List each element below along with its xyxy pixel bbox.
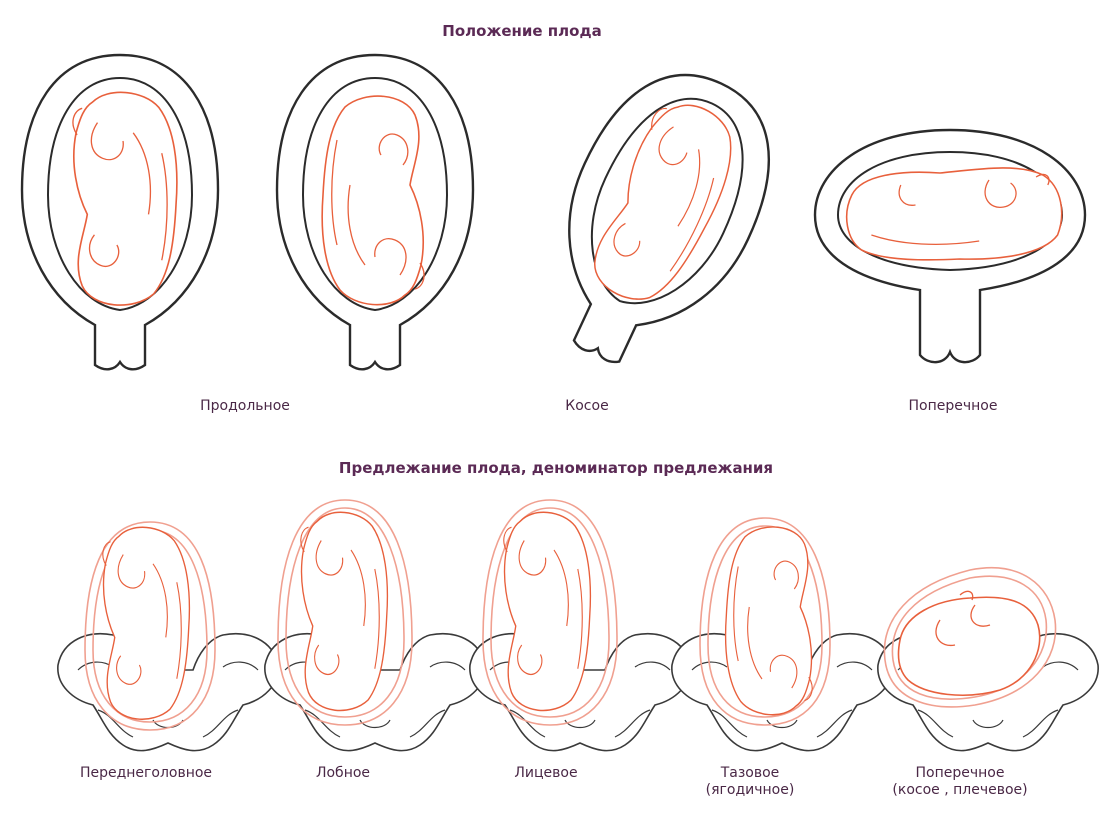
presentation-face bbox=[469, 499, 691, 752]
uterus-longitudinal-breech bbox=[275, 53, 475, 371]
label-vertex: Переднеголовное bbox=[79, 765, 213, 781]
presentation-breech bbox=[671, 517, 893, 752]
label-oblique: Косое bbox=[565, 398, 609, 414]
uterus-transverse bbox=[813, 128, 1087, 364]
position-heading: Положение плода bbox=[442, 22, 602, 40]
label-breech: Тазовое (ягодичное) bbox=[705, 765, 795, 798]
label-face: Лицевое bbox=[514, 765, 578, 781]
presentation-vertex bbox=[57, 521, 279, 752]
fetus-breech bbox=[321, 95, 425, 306]
label-longitudinal: Продольное bbox=[200, 398, 290, 414]
uterus-oblique bbox=[568, 73, 770, 364]
label-transverse: Поперечное bbox=[908, 398, 998, 414]
fetus-transverse bbox=[845, 167, 1063, 261]
fetus-longitudinal bbox=[72, 91, 178, 306]
uterus-longitudinal bbox=[20, 53, 220, 371]
presentation-heading: Предлежание плода, деноминатор предлежан… bbox=[338, 459, 774, 477]
presentation-transverse bbox=[877, 567, 1099, 752]
label-transverse-presentation: Поперечное (косое , плечевое) bbox=[892, 765, 1028, 798]
presentation-brow bbox=[264, 499, 486, 752]
label-brow: Лобное bbox=[315, 765, 371, 781]
